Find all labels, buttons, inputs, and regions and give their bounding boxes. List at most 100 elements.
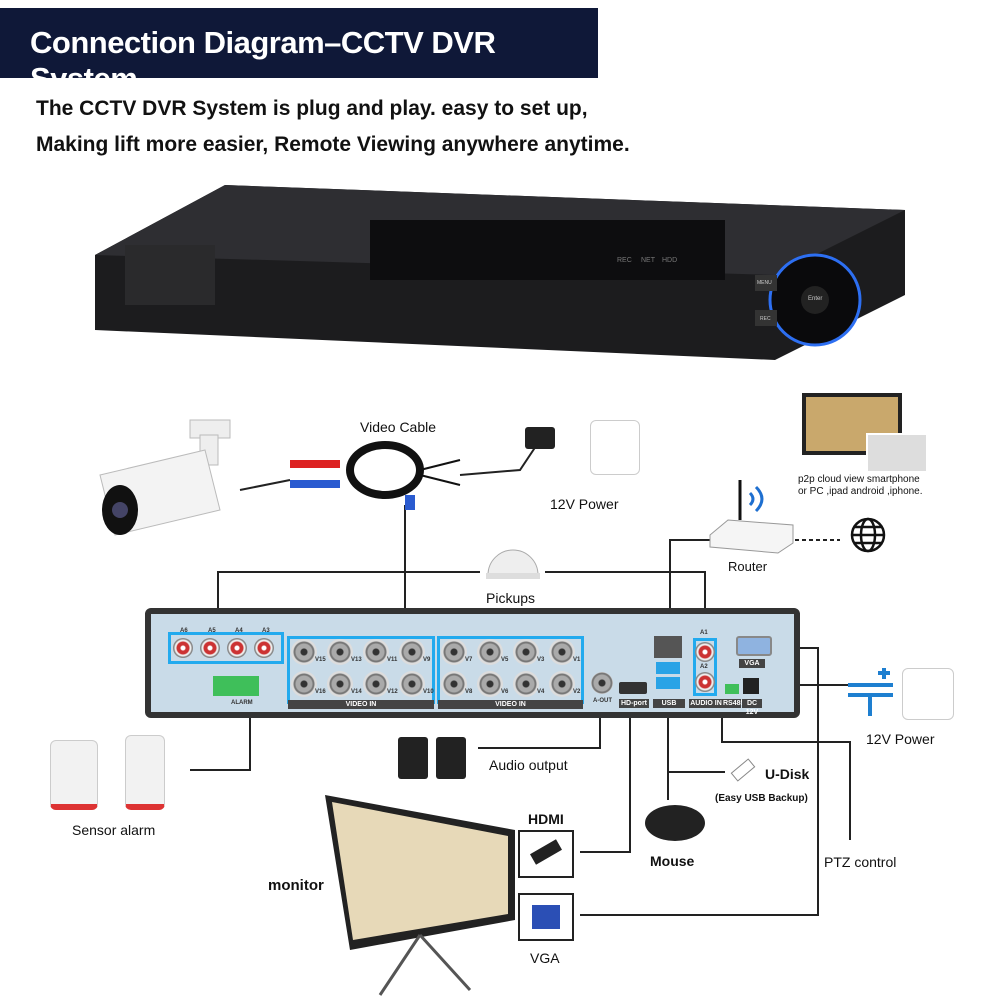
video-in-port-v10[interactable] <box>399 671 425 697</box>
hdmi-port-label: HD-port <box>619 699 649 708</box>
a2-label: A2 <box>700 664 708 670</box>
menu-button: MENU <box>757 280 772 286</box>
audio-in-port[interactable] <box>200 638 220 658</box>
usb-port[interactable] <box>656 677 680 689</box>
video-in-port-v9[interactable] <box>399 639 425 665</box>
video-port-label: V14 <box>351 689 362 695</box>
pickups-label: Pickups <box>486 590 536 606</box>
video-port-label: V16 <box>315 689 326 695</box>
audio-in-port[interactable] <box>254 638 274 658</box>
video-port-label: V8 <box>465 689 473 695</box>
video-port-label: V9 <box>423 657 431 663</box>
usb-disk-icon <box>730 758 756 782</box>
globe-icon <box>850 517 886 553</box>
video-in-port-v5[interactable] <box>477 639 503 665</box>
net-indicator: NET <box>641 257 655 264</box>
enter-button: Enter <box>808 296 823 302</box>
hdmi-connector-icon <box>518 830 574 878</box>
video-in-port-v4[interactable] <box>513 671 539 697</box>
mouse-icon <box>645 805 705 841</box>
video-in-port-v8[interactable] <box>441 671 467 697</box>
video-port-label: V10 <box>423 689 434 695</box>
p2p-line-2: or PC ,ipad android ,iphone. <box>798 486 923 497</box>
vga-label: VGA <box>530 950 560 966</box>
video-in-left-label: VIDEO IN <box>288 700 434 709</box>
udisk-label: U-Disk <box>765 766 810 782</box>
vga-port[interactable] <box>736 636 772 656</box>
title-banner: Connection Diagram–CCTV DVR System <box>0 8 598 96</box>
audio-in-port[interactable] <box>173 638 193 658</box>
audio-in-a2-port[interactable] <box>695 672 715 692</box>
sensor-alarm-label: Sensor alarm <box>72 822 156 838</box>
hdmi-label: HDMI <box>528 811 564 827</box>
subtitle-line-2: Making lift more easier, Remote Viewing … <box>36 133 630 156</box>
a1-label: A1 <box>700 630 708 636</box>
vga-port-label: VGA <box>739 659 765 668</box>
video-in-port-v1[interactable] <box>549 639 575 665</box>
router-label: Router <box>728 559 768 574</box>
video-in-port-v15[interactable] <box>291 639 317 665</box>
speaker-icon <box>398 737 428 779</box>
video-port-label: V3 <box>537 657 545 663</box>
video-in-port-v12[interactable] <box>363 671 389 697</box>
rs485-label: RS485 <box>723 699 745 708</box>
video-port-label: V2 <box>573 689 581 695</box>
video-in-port-v11[interactable] <box>363 639 389 665</box>
bullet-camera-icon <box>99 419 231 536</box>
alarm-terminal-block[interactable] <box>213 676 259 696</box>
monitor-label: monitor <box>268 877 324 894</box>
dc12v-label: DC 12V <box>742 699 762 716</box>
video-in-port-v16[interactable] <box>291 671 317 697</box>
video-in-port-v3[interactable] <box>513 639 539 665</box>
tablet-icon <box>866 433 928 473</box>
video-cable-label: Video Cable <box>360 419 437 435</box>
usb-label: USB <box>653 699 685 708</box>
video-in-port-v6[interactable] <box>477 671 503 697</box>
usb-port[interactable] <box>656 662 680 674</box>
video-in-port-v13[interactable] <box>327 639 353 665</box>
vga-connector-icon <box>518 893 574 941</box>
a-out-label: A-OUT <box>593 698 612 704</box>
dc-power-jack[interactable] <box>743 678 759 694</box>
video-in-port-v7[interactable] <box>441 639 467 665</box>
dc-power-symbol-icon <box>848 668 893 716</box>
udisk-note: (Easy USB Backup) <box>715 793 808 804</box>
video-port-label: V6 <box>501 689 509 695</box>
video-port-label: V4 <box>537 689 545 695</box>
pir-sensor-icon <box>125 735 165 810</box>
video-cable-icon <box>290 441 461 510</box>
video-port-label: V1 <box>573 657 581 663</box>
video-in-port-v2[interactable] <box>549 671 575 697</box>
router-icon <box>709 480 794 554</box>
audio-in-a1-port[interactable] <box>695 642 715 662</box>
video-in-port-v14[interactable] <box>327 671 353 697</box>
wall-socket-icon <box>590 420 640 475</box>
hdmi-port[interactable] <box>619 682 647 694</box>
p2p-line-1: p2p cloud view smartphone <box>798 474 920 485</box>
port-label-a6: A6 <box>180 628 188 634</box>
video-port-label: V15 <box>315 657 326 663</box>
pir-sensor-icon <box>50 740 98 810</box>
mouse-label: Mouse <box>650 853 695 869</box>
power-right-label: 12V Power <box>866 731 935 747</box>
subtitle-line-1: The CCTV DVR System is plug and play. ea… <box>36 97 588 120</box>
video-in-right-label: VIDEO IN <box>438 700 583 709</box>
video-port-label: V11 <box>387 657 398 663</box>
ptz-label: PTZ control <box>824 854 897 870</box>
speaker-icon <box>436 737 466 779</box>
audio-output-label: Audio output <box>489 757 568 773</box>
hdd-indicator: HDD <box>662 257 678 264</box>
rs485-terminal[interactable] <box>725 684 739 694</box>
port-label-a4: A4 <box>235 628 243 634</box>
dvr-front-image <box>95 185 905 360</box>
audio-out-port[interactable] <box>591 672 613 694</box>
ethernet-port[interactable] <box>654 636 682 658</box>
video-port-label: V7 <box>465 657 473 663</box>
audio-in-port[interactable] <box>227 638 247 658</box>
audio-in-highlight <box>693 638 717 696</box>
power-top-label: 12V Power <box>550 496 619 512</box>
monitor-icon <box>325 795 515 996</box>
video-port-label: V5 <box>501 657 509 663</box>
port-label-a3: A3 <box>262 628 270 634</box>
